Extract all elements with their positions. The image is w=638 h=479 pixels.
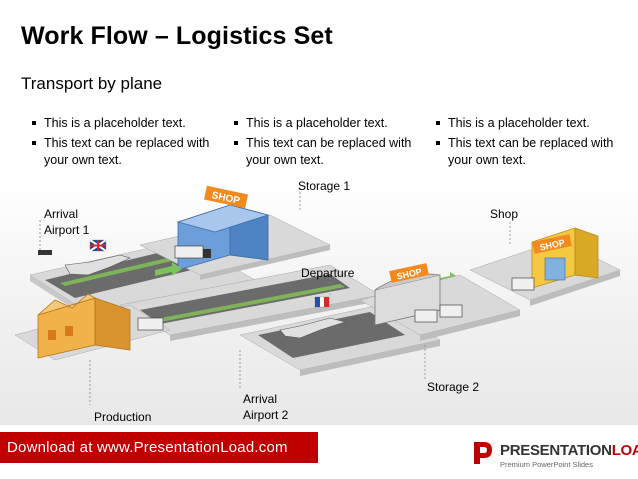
bullet-column-2: This is a placeholder text. This text ca…: [232, 115, 422, 172]
label-line: Arrival: [243, 392, 278, 406]
label-line: Airport 1: [44, 223, 90, 237]
traffic-light-icon: [38, 250, 52, 255]
bullet-item: This is a placeholder text.: [434, 115, 624, 132]
label-departure: Departure: [301, 266, 355, 280]
truck-trailer: [174, 245, 204, 259]
production-factory: [14, 293, 171, 361]
shop-group: SHOP: [469, 227, 621, 306]
label-production: Production: [94, 410, 152, 424]
brand-tagline: Premium PowerPoint Slides: [500, 460, 593, 469]
bullet-item: This text can be replaced with your own …: [434, 135, 624, 169]
road: [140, 274, 350, 324]
download-banner[interactable]: Download at www.PresentationLoad.com: [0, 432, 318, 463]
slide-title: Work Flow – Logistics Set: [21, 22, 333, 50]
presentationload-logo-icon: [474, 442, 492, 464]
bullet-item: This is a placeholder text.: [232, 115, 422, 132]
bullet-item: This is a placeholder text.: [30, 115, 220, 132]
label-line: Airport 2: [243, 408, 289, 422]
label-arrival-airport-2: Arrival Airport 2: [243, 391, 288, 423]
airplane-2: [279, 317, 347, 339]
logistics-scene: SHOP: [0, 175, 638, 425]
brand-name: PRESENTATIONLOAD: [500, 442, 638, 459]
storage-2-group: SHOP: [359, 263, 521, 341]
flow-arrow: [155, 262, 182, 276]
label-shop: Shop: [490, 207, 519, 221]
airplane-1: [64, 254, 131, 276]
bullet-item: This text can be replaced with your own …: [232, 135, 422, 169]
brand-name-part-1: PRESENTATION: [500, 442, 612, 459]
footer: Download at www.PresentationLoad.com PRE…: [0, 432, 638, 479]
bullet-item: This text can be replaced with your own …: [30, 135, 220, 169]
storage-1-shop-sign: [204, 185, 248, 209]
label-line: Arrival: [44, 207, 79, 221]
label-storage-2: Storage 2: [427, 380, 480, 394]
bullet-column-1: This is a placeholder text. This text ca…: [30, 115, 220, 172]
download-link[interactable]: Download at www.PresentationLoad.com: [7, 439, 288, 456]
bullet-column-3: This is a placeholder text. This text ca…: [434, 115, 624, 172]
label-storage-1: Storage 1: [298, 179, 351, 193]
storage-1-group: SHOP: [139, 185, 331, 280]
brand-name-part-2: LOAD: [611, 442, 638, 459]
label-arrival-airport-1: Arrival Airport 1: [44, 206, 89, 238]
slide-subtitle: Transport by plane: [21, 74, 163, 93]
